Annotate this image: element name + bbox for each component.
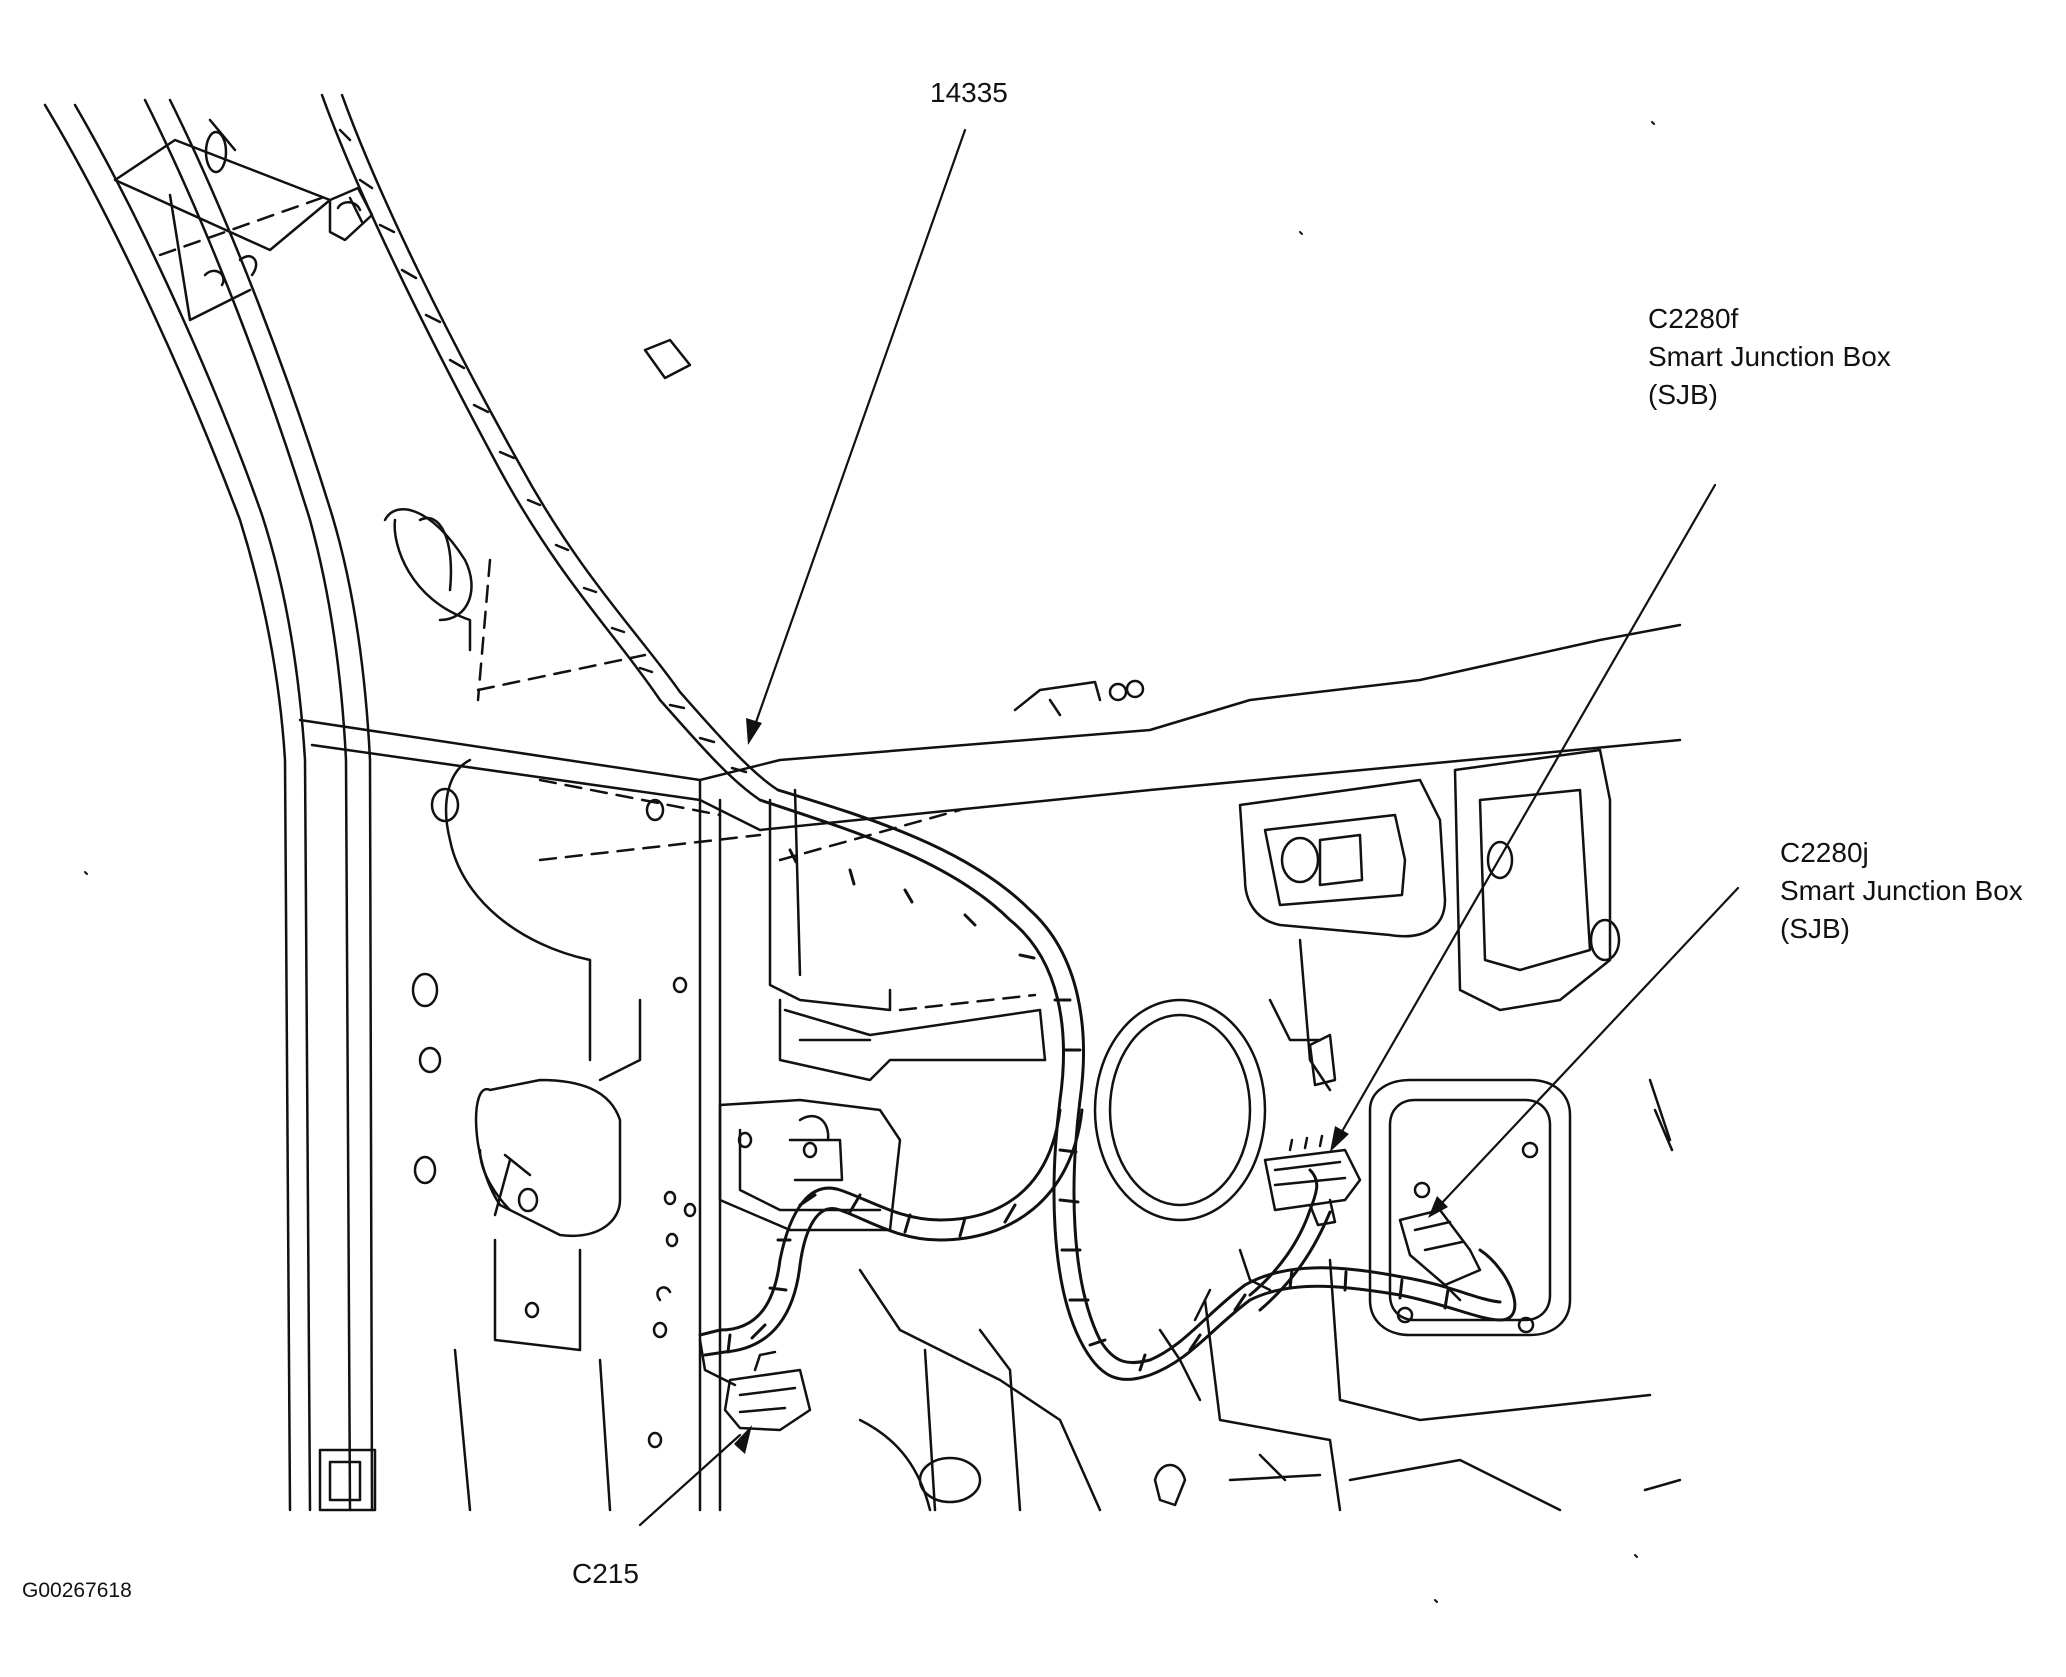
connector-c215 — [698, 1338, 812, 1432]
upper-bracket — [328, 186, 374, 242]
figure-id: G00267618 — [22, 1579, 132, 1602]
lower-left-bracket — [318, 1078, 622, 1512]
connector-c2280f — [1263, 1134, 1362, 1227]
leader-lines — [638, 128, 1740, 1527]
label-c215: C215 — [572, 1558, 639, 1589]
arrowhead-c2280j — [1428, 1196, 1448, 1218]
a-pillar — [43, 98, 374, 1512]
label-c2280j-line1: Smart Junction Box — [1780, 874, 2023, 906]
label-14335: 14335 — [930, 77, 1008, 108]
label-c2280f-code: C2280f — [1648, 303, 1739, 334]
module-housing — [718, 788, 1047, 1232]
arrowheads — [734, 718, 1448, 1454]
leader-c215 — [638, 1433, 742, 1527]
left-inner-panel — [383, 508, 697, 1449]
arrowhead-c2280f — [1330, 1126, 1349, 1152]
label-c2280j-code: C2280j — [1780, 837, 1869, 868]
label-c2280f: C2280f Smart Junction Box (SJB) — [1648, 300, 1891, 413]
label-c2280j-line2: (SJB) — [1780, 912, 1850, 944]
arrowhead-c215 — [734, 1425, 752, 1454]
arrowhead-14335 — [746, 718, 762, 745]
stray-marks — [84, 121, 1655, 1603]
label-c2280j: C2280j Smart Junction Box (SJB) — [1780, 834, 2023, 947]
label-c2280f-line2: (SJB) — [1648, 378, 1718, 410]
main-wiring-harness — [698, 788, 1517, 1381]
sjb-mounting-plate — [1203, 1078, 1652, 1512]
round-opening — [1093, 998, 1267, 1222]
floor-structure — [858, 1078, 1682, 1512]
label-c2280f-line1: Smart Junction Box — [1648, 340, 1891, 372]
leader-14335 — [753, 128, 967, 727]
instrument-panel — [298, 623, 1682, 1512]
harness-14335 — [320, 93, 780, 802]
leader-c2280j — [1438, 886, 1740, 1207]
fastener-lines — [158, 193, 1037, 1012]
leader-c2280f — [1338, 483, 1717, 1137]
right-panel — [1238, 748, 1621, 1092]
